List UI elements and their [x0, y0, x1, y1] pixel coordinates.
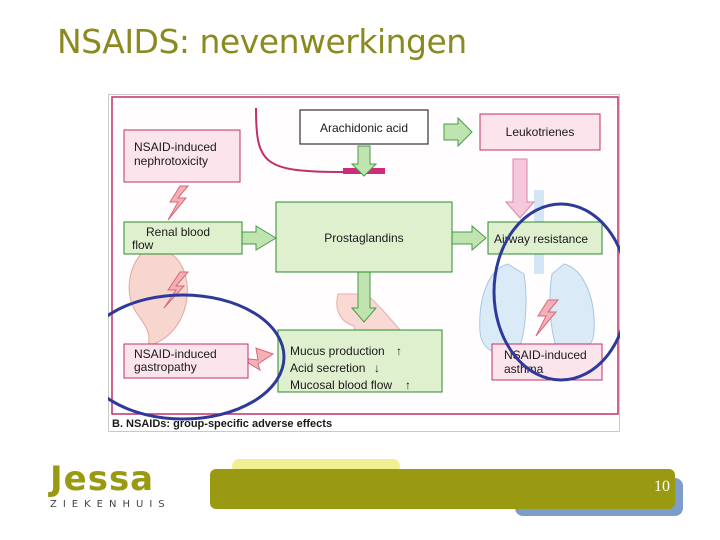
nsaid-adverse-effects-figure: Arachidonic acid Leukotrienes NSAID-indu… [108, 94, 620, 432]
arachidonic-acid-box [299, 109, 429, 145]
bolt-renal-icon [163, 271, 190, 309]
mucosal-up-arrow-icon: ↑ [405, 378, 411, 392]
footer-bars [210, 459, 683, 516]
arrow-arachidonic-to-leukotrienes [443, 116, 473, 148]
airway-resistance-label: Airway resistance [494, 232, 588, 246]
mucus-production-label: Mucus production [290, 344, 385, 358]
nephrotoxicity-curve-connector [255, 107, 344, 173]
logo-wordmark: Jessa [48, 462, 154, 499]
prostaglandins-label: Prostaglandins [324, 231, 403, 245]
arrow-prostaglandins-to-stomach [350, 271, 378, 323]
renal-label-line1: Renal blood [146, 225, 210, 239]
leukotrienes-box [479, 113, 601, 151]
asthma-highlight-ellipse [492, 202, 620, 382]
gastropathy-label-line1: NSAID-induced [134, 347, 217, 361]
footer-olive-bar [210, 469, 675, 509]
leukotrienes-label: Leukotrienes [506, 125, 575, 139]
acid-secretion-label: Acid secretion [290, 361, 365, 375]
arrow-leukotrienes-to-airway [504, 158, 536, 219]
nsaid-diagram-svg: Arachidonic acid Leukotrienes NSAID-indu… [108, 94, 620, 432]
bolt-asthma-icon [535, 299, 560, 337]
stomach-effects-box [277, 329, 443, 393]
mucosal-blood-flow-label: Mucosal blood flow [290, 378, 392, 392]
mucus-up-arrow-icon: ↑ [396, 344, 402, 358]
slide-title: NSAIDS: nevenwerkingen [57, 22, 467, 61]
arrow-arachidonic-to-prostaglandins [350, 145, 378, 177]
jessa-logo-svg: Jessa ZIEKENHUIS [48, 459, 171, 510]
logo-subtitle: ZIEKENHUIS [50, 499, 171, 510]
gastropathy-highlight-ellipse [108, 293, 286, 421]
bolt-nephrotoxicity-icon [167, 185, 190, 221]
nephrotoxicity-label-line2: nephrotoxicity [134, 154, 208, 168]
arachidonic-acid-label: Arachidonic acid [320, 121, 408, 135]
figure-caption: B. NSAIDs: group-specific adverse effect… [112, 418, 332, 430]
renal-label-line2: flow [132, 238, 154, 252]
gastropathy-label-line2: gastropathy [134, 360, 197, 374]
nephrotoxicity-label-line1: NSAID-induced [134, 140, 217, 154]
nephrotoxicity-box [123, 129, 241, 183]
page-number: 10 [654, 478, 670, 495]
renal-blood-flow-box [123, 221, 243, 255]
asthma-label-line1: NSAID-induced [504, 348, 587, 362]
acid-down-arrow-icon: ↓ [374, 361, 380, 375]
prostaglandins-box [275, 201, 453, 273]
gastropathy-box [123, 343, 249, 379]
jessa-ziekenhuis-logo: Jessa ZIEKENHUIS [48, 459, 188, 512]
